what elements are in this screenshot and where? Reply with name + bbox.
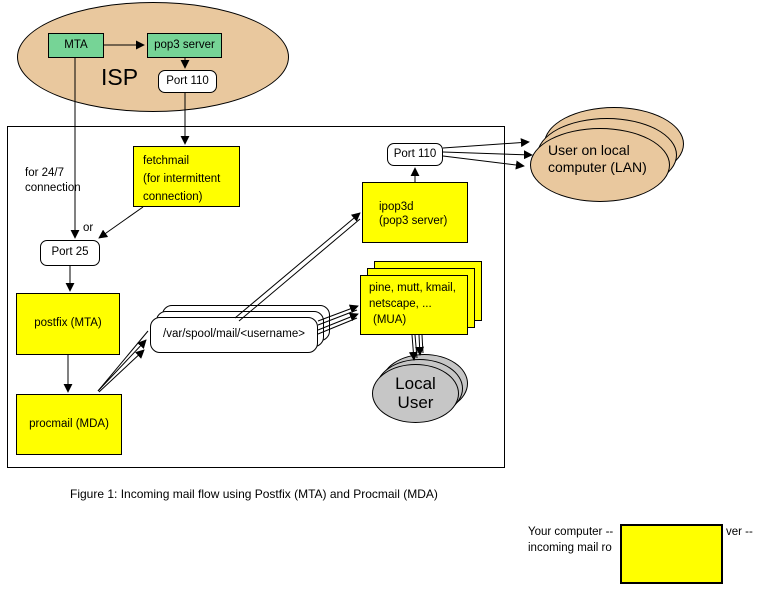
postfix-label: postfix (MTA): [34, 317, 102, 330]
figure-caption: Figure 1: Incoming mail flow using Postf…: [70, 487, 438, 501]
footer-line2: incoming mail ro: [528, 542, 612, 554]
fetchmail-line2: (for intermittent: [143, 173, 221, 185]
footer-yellow-box: [620, 524, 723, 584]
pop3-server-label: pop3 server: [154, 38, 215, 51]
mua-line3: (MUA): [373, 314, 407, 326]
fetchmail-line1: fetchmail: [143, 155, 190, 167]
local-user-label: Local User: [372, 374, 459, 412]
ipop3d-line2: (pop3 server): [379, 215, 448, 227]
port-25-box: Port 25: [40, 240, 100, 266]
ipop3d-box: ipop3d (pop3 server): [362, 182, 468, 243]
fetchmail-box: fetchmail (for intermittent connection): [133, 146, 240, 207]
isp-port-110-box: Port 110: [158, 70, 217, 93]
mta-label: MTA: [64, 38, 88, 51]
footer-line1-left: Your computer --: [528, 526, 614, 538]
local-user-ellipse-front: [372, 364, 459, 423]
procmail-label: procmail (MDA): [29, 417, 109, 430]
local-user-line2: User: [397, 393, 434, 412]
spool-label: /var/spool/mail/<username>: [163, 328, 305, 341]
mua-box: pine, mutt, kmail, netscape, ... (MUA): [360, 275, 468, 335]
fetchmail-line3: connection): [143, 191, 203, 203]
main-diagram-border: [7, 126, 505, 468]
postfix-box: postfix (MTA): [16, 293, 120, 355]
for-247-line1: for 24/7: [25, 167, 64, 179]
port-110-box: Port 110: [387, 143, 443, 166]
mua-line2: netscape, ...: [369, 298, 432, 310]
procmail-box: procmail (MDA): [16, 394, 122, 455]
local-user-line1: Local: [395, 374, 436, 393]
isp-label: ISP: [101, 64, 139, 90]
pop3-server-box: pop3 server: [147, 33, 222, 58]
lan-user-label: User on local computer (LAN): [548, 142, 647, 176]
or-label: or: [83, 222, 94, 234]
lan-line2: computer (LAN): [548, 159, 647, 175]
lan-ellipse-front: [530, 128, 670, 202]
port-110-label: Port 110: [393, 147, 437, 160]
spool-box: /var/spool/mail/<username>: [150, 317, 318, 353]
footer-line1-right: ver --: [726, 526, 753, 538]
lan-line1: User on local: [548, 142, 630, 158]
for-247-connection-label: for 24/7 connection: [25, 166, 81, 196]
isp-port-110-label: Port 110: [166, 74, 209, 87]
ipop3d-line1: ipop3d: [379, 201, 414, 213]
port-25-label: Port 25: [51, 246, 89, 259]
mua-line1: pine, mutt, kmail,: [369, 282, 456, 294]
for-247-line2: connection: [25, 182, 81, 194]
mta-box: MTA: [48, 33, 104, 58]
